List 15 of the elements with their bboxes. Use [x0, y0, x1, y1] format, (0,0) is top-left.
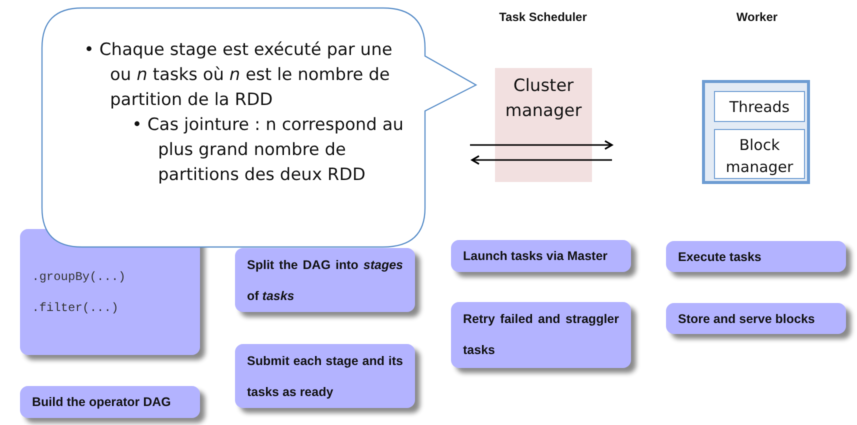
component-box: Threads — [714, 91, 805, 122]
worker-box — [702, 80, 810, 184]
step-box: Submit each stage and its tasks as ready — [235, 344, 415, 408]
step-box: Execute tasks — [666, 241, 846, 272]
column-header: Task Scheduler — [499, 10, 587, 24]
step-box: Build the operator DAG — [20, 386, 200, 418]
bullet-text: • Cas jointure : n correspond au plus grand nombre de partitions des deux RDD — [132, 114, 405, 187]
step-box: Launch tasks via Master — [451, 240, 631, 272]
bullet-text: • Chaque stage est exécuté par une ou n tasks où n est le nombre de partition de la RDD — [84, 39, 394, 112]
step-box: Retry failed and straggler tasks — [451, 302, 631, 368]
component-box: Block manager — [714, 129, 805, 179]
component-box: Cluster manager — [495, 68, 592, 182]
column-header: Worker — [736, 10, 778, 24]
step-box: Split the DAG into stages of tasks — [235, 248, 415, 312]
step-box: Store and serve blocks — [666, 303, 846, 334]
